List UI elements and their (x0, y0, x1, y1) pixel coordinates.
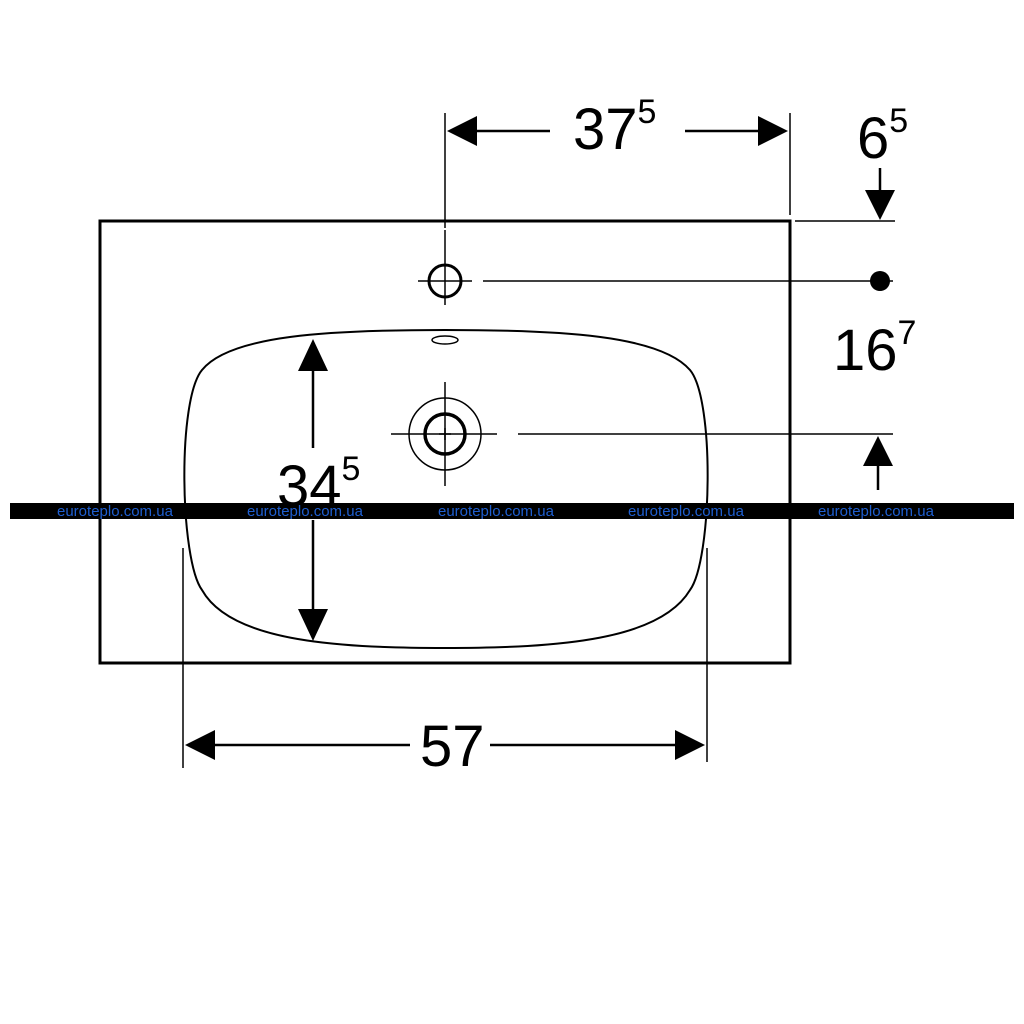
drain (391, 382, 497, 486)
overflow-slot (431, 335, 459, 345)
dimension-bowl-depth (298, 339, 328, 641)
bowl-outline (183, 328, 709, 650)
dimension-top-offset-label: 65 (857, 102, 908, 171)
dimension-bowl-width (182, 548, 708, 768)
tap-hole (418, 230, 472, 305)
watermark-text: euroteplo.com.ua (628, 503, 745, 520)
dimension-tap-offset (444, 113, 791, 228)
watermark-text: euroteplo.com.ua (818, 503, 935, 520)
dimension-tap-to-drain (863, 436, 893, 490)
dimension-tap-to-drain-label: 167 (833, 314, 916, 383)
watermark-text: euroteplo.com.ua (438, 503, 555, 520)
tap-reference-dot (870, 271, 890, 291)
dimension-top-offset (795, 168, 895, 222)
watermark-text: euroteplo.com.ua (247, 503, 364, 520)
dimension-tap-offset-label: 375 (573, 93, 656, 162)
watermark-text: euroteplo.com.ua (57, 503, 174, 520)
dimension-bowl-width-label: 57 (420, 714, 485, 779)
watermark-band: euroteplo.com.ua euroteplo.com.ua eurote… (10, 503, 1014, 520)
